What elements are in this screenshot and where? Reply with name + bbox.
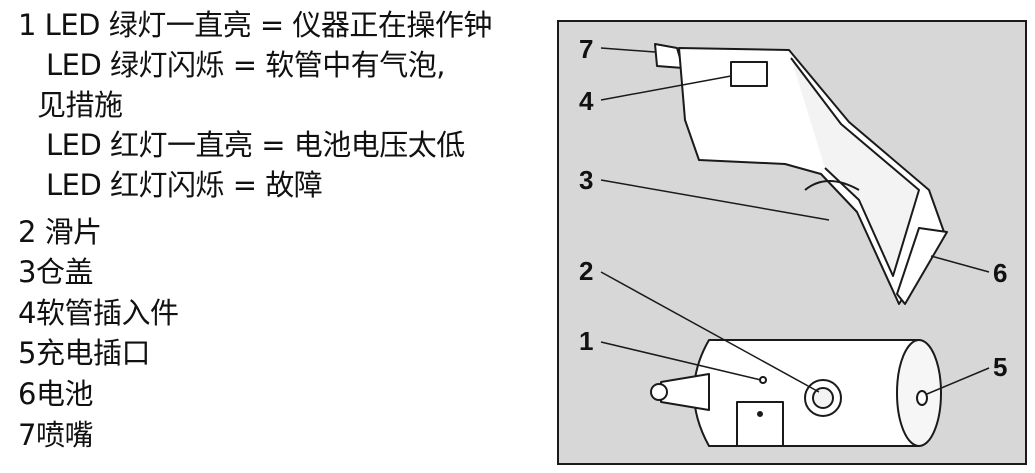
legend-line-see-measures: 见措施 (37, 88, 123, 122)
legend-line-3-cover: 3仓盖 (18, 255, 93, 289)
leader-6 (930, 255, 990, 273)
legend-line-5-charging-socket: 5充电插口 (18, 336, 150, 370)
main-unit-door (736, 401, 784, 447)
legend-line-led-green-blinking: LED 绿灯闪烁 = 软管中有气泡, (46, 48, 445, 82)
parts-legend: 1 LED 绿灯一直亮 = 仪器正在操作钟 LED 绿灯闪烁 = 软管中有气泡,… (18, 8, 492, 452)
callout-6: 6 (993, 258, 1007, 288)
hose-insert-part (730, 61, 768, 87)
device-illustration: 7 4 3 2 1 6 5 (557, 20, 1027, 465)
callout-5: 5 (993, 352, 1007, 382)
legend-line-led-red-blinking: LED 红灯闪烁 = 故障 (46, 168, 323, 202)
cover-channel (790, 57, 920, 277)
cover-curve (804, 180, 860, 191)
callout-2: 2 (579, 256, 593, 286)
leader-7 (600, 47, 656, 53)
device-drawing: 7 4 3 2 1 6 5 (579, 34, 1007, 447)
legend-line-1-led-green-steady: 1 LED 绿灯一直亮 = 仪器正在操作钟 (18, 8, 492, 42)
legend-line-6-battery: 6电池 (18, 377, 93, 411)
leader-4 (600, 75, 732, 101)
leader-2 (600, 271, 820, 393)
legend-line-4-hose-insert: 4软管插入件 (18, 296, 179, 330)
callout-leaders (600, 47, 990, 395)
main-unit-nozzle-tip (650, 383, 668, 401)
callout-3: 3 (579, 165, 593, 195)
main-unit-nozzle (660, 373, 710, 411)
slider-inner (812, 387, 834, 409)
charging-socket-part (916, 390, 928, 406)
legend-line-led-red-steady: LED 红灯一直亮 = 电池电压太低 (46, 128, 465, 162)
door-dot (757, 411, 763, 417)
legend-line-2-slider: 2 滑片 (18, 215, 102, 249)
leader-5 (926, 367, 990, 395)
legend-line-7-nozzle: 7喷嘴 (18, 418, 93, 452)
callout-4: 4 (579, 86, 594, 116)
leader-3 (600, 179, 830, 221)
hose-holder-assembly (654, 43, 948, 305)
callout-7: 7 (579, 34, 593, 64)
main-unit (650, 339, 942, 447)
leader-1 (600, 341, 762, 381)
callout-1: 1 (579, 326, 593, 356)
battery-part (896, 227, 948, 305)
